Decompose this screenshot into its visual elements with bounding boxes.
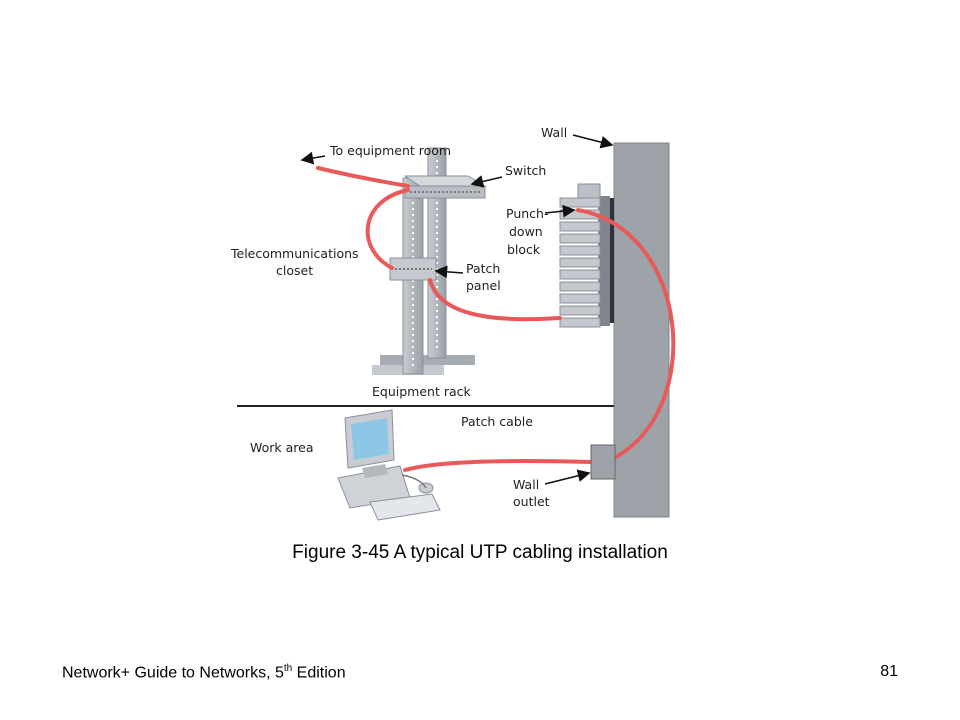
label-work-area: Work area <box>250 440 314 455</box>
label-wall-outlet-1: Wall <box>513 477 539 492</box>
patch-panel <box>389 257 437 281</box>
label-patch-panel-2: panel <box>466 278 501 293</box>
label-patch-panel-1: Patch <box>466 261 500 276</box>
footer-title-sup: th <box>283 663 293 674</box>
label-punch-down-2: down <box>509 224 543 239</box>
label-wall-outlet-2: outlet <box>513 494 550 509</box>
footer-title-suffix: Edition <box>292 664 346 682</box>
punch-down-block <box>559 183 610 328</box>
computer <box>337 409 441 521</box>
label-patch-cable: Patch cable <box>461 414 533 429</box>
label-wall: Wall <box>541 125 567 140</box>
label-punch-down-3: block <box>507 242 541 257</box>
footer-title-prefix: Network+ Guide to Networks, 5 <box>62 664 284 682</box>
label-to-equipment-room: To equipment room <box>329 143 451 158</box>
wall-outlet <box>590 444 616 480</box>
label-telecom-closet-1: Telecommunications <box>230 246 359 261</box>
label-equipment-rack: Equipment rack <box>372 384 471 399</box>
label-telecom-closet-2: closet <box>276 263 313 278</box>
pointer-arrows <box>300 134 614 485</box>
switch <box>403 175 487 199</box>
wall-edge <box>609 198 614 323</box>
page-number: 81 <box>880 663 898 680</box>
wall <box>613 142 670 518</box>
label-switch: Switch <box>505 163 546 178</box>
label-punch-down-1: Punch- <box>506 206 548 221</box>
footer-title: Network+ Guide to Networks, 5th Edition <box>62 663 346 682</box>
cables <box>316 166 676 472</box>
figure-caption: Figure 3-45 A typical UTP cabling instal… <box>292 542 668 563</box>
